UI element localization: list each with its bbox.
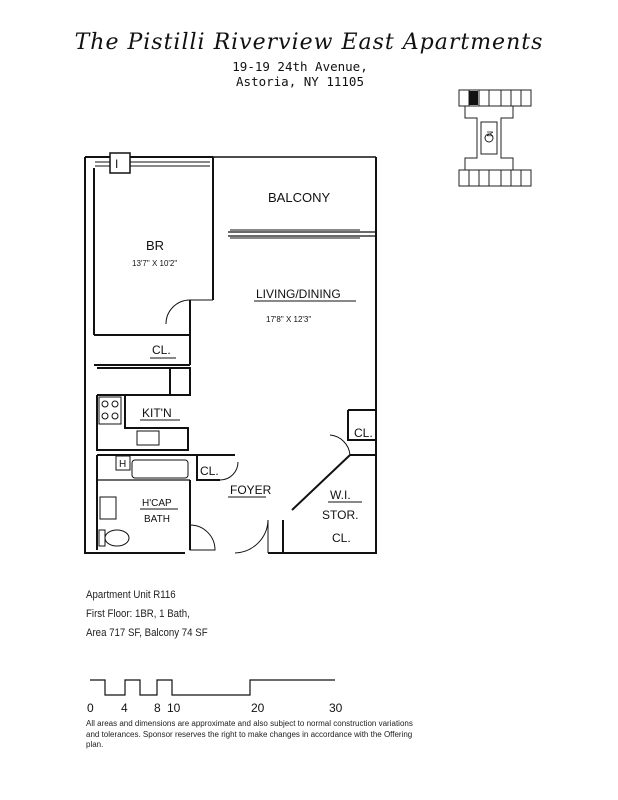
bath-label-line2: BATH [144,514,170,525]
unit-area: Area 717 SF, Balcony 74 SF [86,627,208,639]
key-plan: N [458,89,532,187]
column-mark: I [115,157,118,171]
north-mark: N [485,131,494,137]
bathtub [131,459,189,479]
key-plan-north-wing [458,89,532,107]
foyer-label: FOYER [230,483,272,497]
bath-label-line1: H'CAP [142,498,172,509]
building-title: The Pistilli Riverview East Apartments [74,30,544,55]
storage-door-swing [329,434,351,456]
disclaimer: All areas and dimensions are approximate… [86,719,413,749]
heater [115,455,131,471]
closet-storage-label: CL. [332,531,351,545]
address-street: 19-19 24th Avenue, [232,59,368,74]
closet-door-swing [219,461,239,481]
scale-tick-8: 8 [154,701,161,715]
bath-closet-wall [196,455,220,481]
closet-living-label: CL. [354,426,373,440]
stove [98,396,122,425]
bath-sink [99,496,117,520]
unit-number: Apartment Unit R116 [86,589,176,601]
exterior-wall-east [268,157,377,554]
column-box [109,152,131,174]
scale-tick-20: 20 [251,701,265,715]
kitchen-label: KIT'N [142,406,172,420]
unit-floor: First Floor: 1BR, 1 Bath, [86,608,190,620]
storage-label-line2: STOR. [322,508,358,522]
closet-bedroom-label: CL. [152,343,171,357]
living-label: LIVING/DINING [256,287,341,301]
bath-door-swing [189,524,216,551]
scale-tick-30: 30 [329,701,343,715]
bedroom-door-swing [165,299,213,325]
exterior-wall-west [84,157,185,554]
key-plan-core [480,121,498,155]
kitchen-sink [136,430,160,446]
scale-tick-4: 4 [121,701,128,715]
toilet [104,529,130,547]
scale-tick-10: 10 [167,701,181,715]
scale-tick-0: 0 [87,701,94,715]
closet-bath-label: CL. [200,464,219,478]
storage-label-line1: W.I. [330,488,351,502]
kitchen-counter [97,367,191,396]
balcony-label: BALCONY [268,190,330,205]
window-balcony [230,229,360,239]
address-city: Astoria, NY 11105 [236,74,364,89]
key-plan-south-wing [458,169,532,187]
key-plan-west-wing [464,106,478,170]
bedroom-dims: 13'7" X 10'2" [132,259,177,268]
heater-mark: H [119,459,126,470]
key-plan-unit-highlight [469,91,478,105]
living-dims: 17'8" X 12'3" [266,315,311,324]
scale-bar [90,679,335,696]
entry-door-swing [234,519,269,554]
bedroom-label: BR [146,238,164,253]
